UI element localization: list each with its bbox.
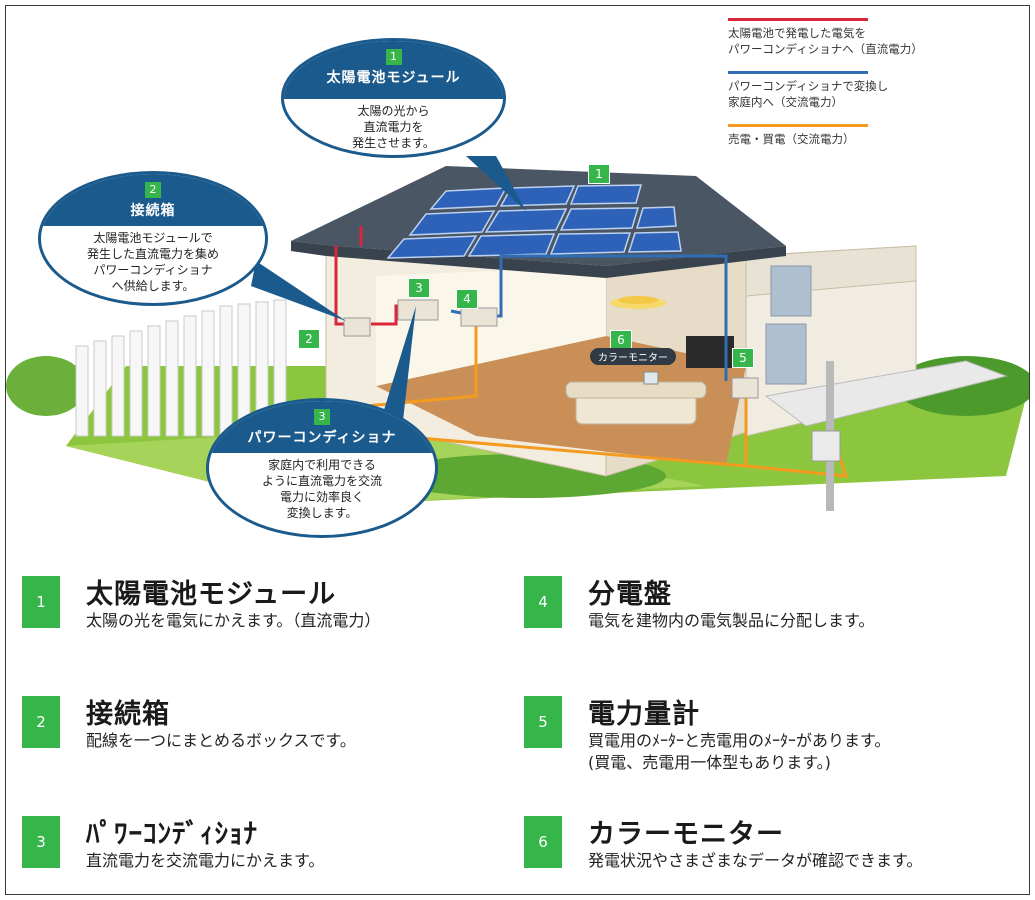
- legend-line-red: [728, 18, 868, 21]
- callout-number: 1: [385, 49, 402, 65]
- entry-number: 3: [22, 816, 60, 868]
- callout-text-line: 電力に効率良く: [279, 490, 364, 504]
- callout-text-line: 家庭内で利用できる: [268, 458, 376, 472]
- callout-title: 太陽電池モジュール: [326, 70, 461, 86]
- legend-item-dc: 太陽電池で発電した電気を パワーコンディショナへ（直流電力）: [728, 18, 1018, 57]
- entry-number: 2: [22, 696, 60, 748]
- callout-text-line: パワーコンディショナ: [93, 263, 213, 277]
- callout-number: 3: [314, 409, 330, 425]
- entry-title: ﾊﾟﾜｰｺﾝﾃﾞｨｼｮﾅ: [86, 819, 258, 850]
- callout-junction-box: 2 接続箱 太陽電池モジュールで 発生した直流電力を集め パワーコンディショナ …: [38, 171, 268, 306]
- legend-item-ac: パワーコンディショナで変換し 家庭内へ（交流電力）: [728, 71, 1018, 110]
- interior-floor: [376, 336, 746, 466]
- callout-text-line: ように直流電力を交流: [261, 474, 382, 488]
- house-illustration: 1 太陽電池モジュール 太陽の光から 直流電力を 発生させます。 2 接続箱 太…: [6, 6, 1029, 546]
- tag-power-conditioner: 3: [408, 278, 430, 298]
- callout-title: 接続箱: [130, 203, 176, 219]
- entry-title: 接続箱: [86, 699, 170, 730]
- legend-text: パワーコンディショナで変換し: [728, 79, 889, 93]
- callout-text-line: 発生させます。: [352, 136, 435, 150]
- power-meter: [731, 377, 759, 399]
- tag-power-meter: 5: [732, 348, 754, 368]
- callout-number: 2: [145, 182, 161, 198]
- callout-text-line: 変換します。: [286, 506, 358, 520]
- entry-description: 買電用のﾒｰﾀｰと売電用のﾒｰﾀｰがあります。 (買電、売電用一体型もあります。…: [588, 731, 891, 772]
- entry-description: 配線を一つにまとめるボックスです。: [86, 731, 356, 750]
- callout-text-line: 発生した直流電力を集め: [86, 247, 219, 261]
- entry-title: 太陽電池モジュール: [86, 579, 337, 610]
- color-monitor-label: カラーモニター: [590, 348, 676, 365]
- legend-text: 太陽電池で発電した電気を: [728, 26, 866, 40]
- entry-description: 電気を建物内の電気製品に分配します。: [588, 611, 875, 630]
- entry-description: 直流電力を交流電力にかえます。: [86, 851, 325, 870]
- legend-line-blue: [728, 71, 868, 74]
- tag-distribution-board: 4: [456, 289, 478, 309]
- entry-number: 5: [524, 696, 562, 748]
- entry-description: 太陽の光を電気にかえます。（直流電力）: [86, 611, 381, 630]
- legend-line-orange: [728, 124, 868, 127]
- callout-power-conditioner: 3 パワーコンディショナ 家庭内で利用できる ように直流電力を交流 電力に効率良…: [206, 398, 438, 538]
- color-monitor: [643, 371, 659, 385]
- callout-title: パワーコンディショナ: [247, 430, 397, 446]
- diagram-frame: 1 太陽電池モジュール 太陽の光から 直流電力を 発生させます。 2 接続箱 太…: [5, 5, 1030, 895]
- callout-text-line: 太陽電池モジュールで: [93, 231, 213, 245]
- legend-text: パワーコンディショナへ（直流電力）: [728, 42, 923, 56]
- legend-text: 家庭内へ（交流電力）: [728, 95, 843, 109]
- entry-number: 6: [524, 816, 562, 868]
- entry-title: カラーモニター: [588, 819, 784, 850]
- legend-text: 売電・買電（交流電力）: [728, 132, 855, 146]
- callout-text-line: へ供給します。: [111, 279, 195, 293]
- fence: [75, 299, 287, 437]
- wiring-legend: 太陽電池で発電した電気を パワーコンディショナへ（直流電力） パワーコンディショ…: [728, 18, 1018, 161]
- entry-description: 発電状況やさまざまなデータが確認できます。: [588, 851, 923, 870]
- distribution-board: [460, 307, 498, 327]
- tag-color-monitor: 6: [610, 330, 632, 350]
- connection-box: [343, 317, 371, 337]
- entry-title: 電力量計: [588, 699, 700, 730]
- callout-solar-module: 1 太陽電池モジュール 太陽の光から 直流電力を 発生させます。: [281, 38, 506, 158]
- callout-text-line: 直流電力を: [363, 120, 424, 134]
- legend-item-trade: 売電・買電（交流電力）: [728, 124, 1018, 147]
- tag-solar-module: 1: [588, 164, 610, 184]
- entry-title: 分電盤: [588, 579, 672, 610]
- callout-text-line: 太陽の光から: [357, 104, 430, 118]
- tag-junction-box: 2: [298, 329, 320, 349]
- solar-panels: [386, 184, 682, 259]
- entry-number: 1: [22, 576, 60, 628]
- power-conditioner: [397, 299, 439, 321]
- entry-number: 4: [524, 576, 562, 628]
